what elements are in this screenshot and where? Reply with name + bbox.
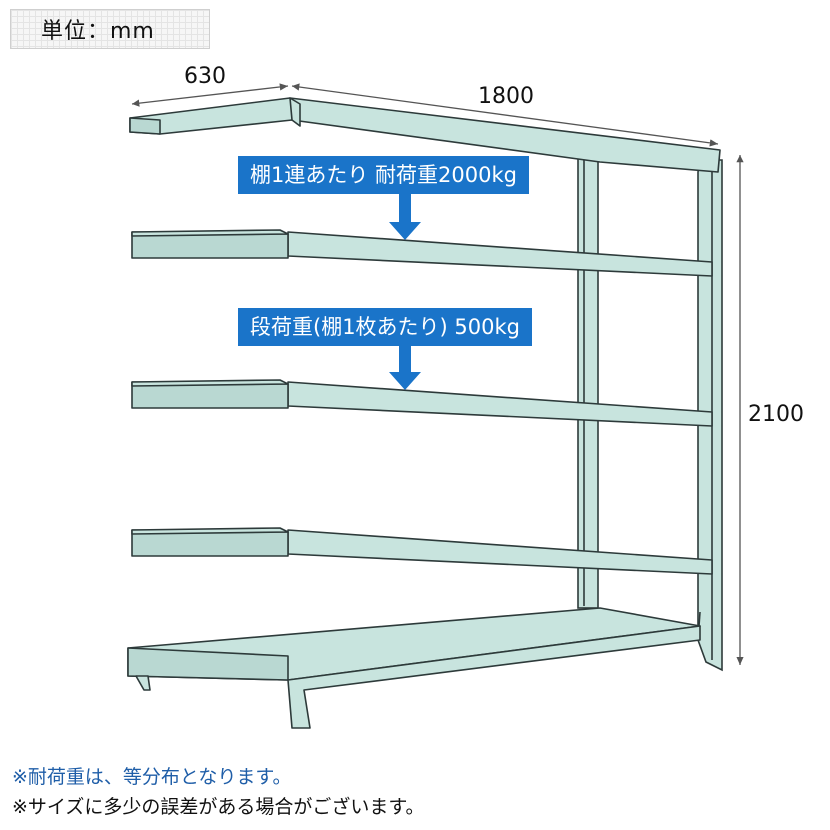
shelf-load-label: 段荷重(棚1枚あたり) 500kg: [238, 308, 532, 346]
shelf-bottom-foot-left: [135, 675, 151, 691]
shelf-load-arrow: [389, 344, 421, 390]
note-size-tolerance: ※サイズに多少の誤差がある場合がございます。: [12, 796, 425, 818]
depth-dimension: 630: [184, 64, 226, 89]
dimension-lines: [131, 83, 744, 665]
shelf-3-side-board: [287, 529, 713, 575]
total-load-arrow: [389, 193, 421, 240]
unit-label: 単位：mm: [10, 9, 210, 49]
width-dimension: 1800: [478, 84, 534, 109]
unit-label-text: 単位：mm: [41, 19, 155, 44]
shelf-1-side-board: [287, 231, 713, 277]
note-load-distribution: ※耐荷重は、等分布となります。: [12, 766, 292, 788]
shelf-1-top-edge: [131, 229, 289, 237]
rear-post: [577, 157, 599, 609]
shelf-2-side-board: [287, 381, 713, 427]
shelf-top-corner: [289, 97, 301, 127]
width-dimension-line: [291, 83, 719, 147]
depth-dimension-line: [131, 83, 289, 107]
shelf-boards: [127, 97, 721, 729]
total-load-label: 棚1連あたり 耐荷重2000kg: [238, 156, 529, 194]
shelf-top-front-edge: [129, 117, 161, 135]
shelf-bottom-rail: [287, 625, 701, 729]
height-dimension: 2100: [748, 402, 804, 427]
shelf-3-top-edge: [131, 527, 289, 535]
load-arrows: [389, 193, 421, 390]
shelf-2-top-edge: [131, 379, 289, 387]
